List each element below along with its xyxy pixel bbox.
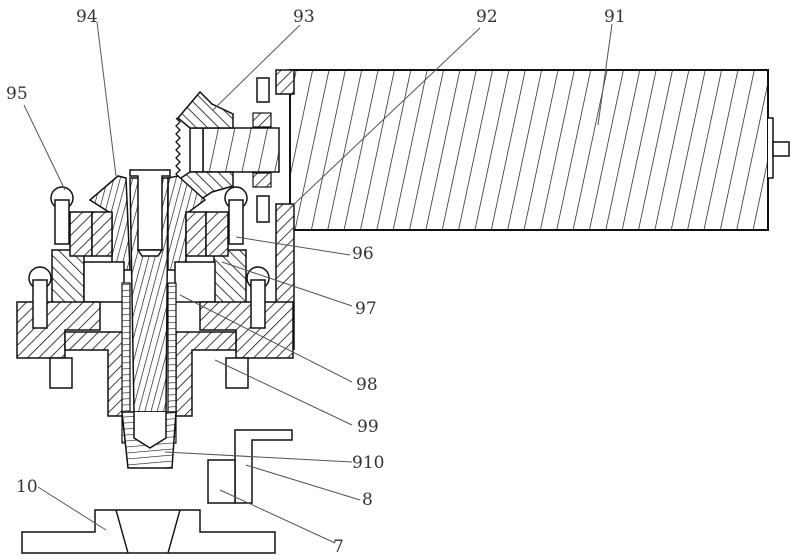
motor-body — [289, 69, 790, 231]
label-91: 91 — [604, 7, 626, 27]
label-98: 98 — [356, 375, 378, 395]
bracket — [234, 429, 293, 504]
label-910: 910 — [352, 453, 384, 473]
label-95: 95 — [6, 84, 28, 104]
bearing-block — [69, 211, 229, 257]
drive-bevel-gear — [175, 90, 280, 201]
top-screws — [28, 186, 270, 329]
label-10: 10 — [16, 477, 38, 497]
sensor-block — [207, 459, 236, 504]
label-97: 97 — [355, 299, 377, 319]
label-99: 99 — [357, 417, 379, 437]
label-93: 93 — [293, 7, 315, 27]
label-8: 8 — [362, 490, 373, 510]
label-96: 96 — [352, 244, 374, 264]
work-plate — [21, 509, 276, 554]
threaded-tip — [121, 411, 177, 469]
leader-lines — [23, 21, 613, 544]
shaft — [121, 169, 177, 444]
label-92: 92 — [476, 7, 498, 27]
label-7: 7 — [333, 537, 344, 557]
label-94: 94 — [76, 7, 98, 27]
